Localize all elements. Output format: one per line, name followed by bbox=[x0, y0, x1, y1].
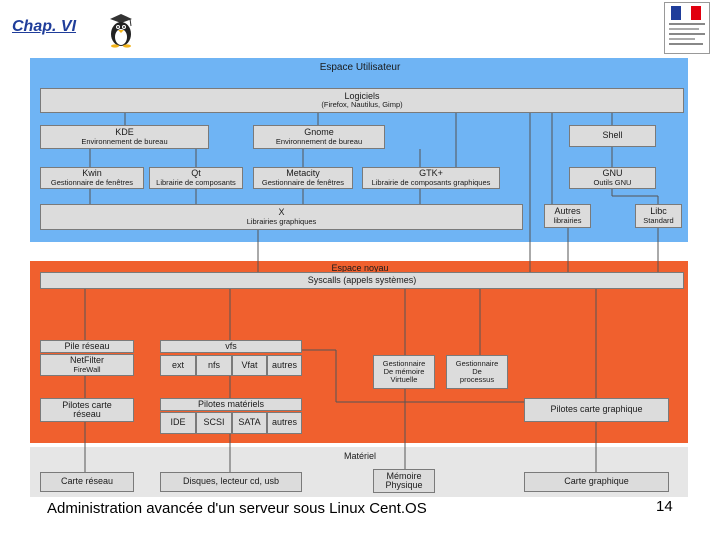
pilotes-carte-graphique-box: Pilotes carte graphique bbox=[524, 398, 669, 422]
shell-title: Shell bbox=[602, 130, 623, 141]
qt-sub: Librairie de composants bbox=[156, 177, 236, 187]
autres-sub: librairies bbox=[553, 215, 582, 225]
libc-sub: Standard bbox=[643, 215, 674, 225]
gest-mem-line-3: Virtuelle bbox=[390, 374, 418, 384]
kwin-title: Kwin bbox=[82, 168, 102, 179]
logiciels-box: Logiciels (Firefox, Nautilus, Gimp) bbox=[40, 88, 684, 113]
gest-proc-line-2: De bbox=[472, 367, 482, 377]
logiciels-sub: (Firefox, Nautilus, Gimp) bbox=[321, 100, 403, 110]
syscalls-title: Syscalls (appels systèmes) bbox=[307, 274, 417, 285]
gtk-sub: Librairie de composants graphiques bbox=[371, 177, 491, 187]
footer-text: Administration avancée d'un serveur sous… bbox=[47, 500, 427, 517]
x-title: X bbox=[278, 207, 285, 218]
shell-box: Shell bbox=[569, 125, 656, 147]
memoire-physique-box: Mémoire Physique bbox=[373, 469, 435, 493]
vfs-title: vfs bbox=[225, 340, 237, 351]
gnome-title: Gnome bbox=[304, 127, 334, 138]
memoire-line-2: Physique bbox=[385, 480, 423, 490]
pilotes-materiels-box: Pilotes matériels bbox=[160, 398, 302, 411]
carte-reseau-title: Carte réseau bbox=[60, 476, 114, 487]
kde-box: KDE Environnement de bureau bbox=[40, 125, 209, 149]
gest-proc-line-3: processus bbox=[459, 374, 495, 384]
fs-vfat: Vfat bbox=[232, 355, 267, 376]
carte-graphique-title: Carte graphique bbox=[564, 476, 629, 487]
bus-sata: SATA bbox=[232, 412, 267, 434]
french-government-logo bbox=[664, 2, 710, 54]
tux-penguin-icon bbox=[110, 14, 132, 48]
logiciels-title: Logiciels bbox=[344, 90, 380, 101]
hardware-label: Matériel bbox=[343, 451, 376, 461]
gnu-sub: Outils GNU bbox=[593, 177, 632, 187]
memoire-line-1: Mémoire bbox=[386, 470, 422, 481]
kwin-sub: Gestionnaire de fenêtres bbox=[50, 177, 134, 187]
gtk-box: GTK+ Librairie de composants graphiques bbox=[362, 167, 500, 189]
kwin-box: Kwin Gestionnaire de fenêtres bbox=[40, 167, 144, 189]
disques-box: Disques, lecteur cd, usb bbox=[160, 472, 302, 492]
metacity-box: Metacity Gestionnaire de fenêtres bbox=[253, 167, 353, 189]
carte-graphique-box: Carte graphique bbox=[524, 472, 669, 492]
netfilter-box: NetFilter FireWall bbox=[40, 354, 134, 376]
disques-title: Disques, lecteur cd, usb bbox=[182, 476, 280, 487]
pilotes-reseau-line-1: Pilotes carte bbox=[62, 399, 112, 410]
libc-box: Libc Standard bbox=[635, 204, 682, 228]
gnome-box: Gnome Environnement de bureau bbox=[253, 125, 385, 149]
pilotes-graph-title: Pilotes carte graphique bbox=[550, 404, 643, 415]
kernel-space-label: Espace noyau bbox=[331, 263, 389, 273]
gestionnaire-processus-box: Gestionnaire De processus bbox=[446, 355, 508, 389]
qt-title: Qt bbox=[191, 168, 201, 179]
pilotes-reseau-line-2: réseau bbox=[73, 409, 101, 419]
page-number: 14 bbox=[656, 498, 673, 515]
gnome-sub: Environnement de bureau bbox=[275, 136, 363, 146]
chapter-title: Chap. VI bbox=[12, 18, 77, 35]
libc-title: Libc bbox=[650, 206, 667, 217]
metacity-title: Metacity bbox=[286, 168, 320, 179]
fs-ext: ext bbox=[160, 355, 196, 376]
metacity-sub: Gestionnaire de fenêtres bbox=[261, 177, 345, 187]
fs-nfs: nfs bbox=[196, 355, 232, 376]
gest-mem-line-2: De mémoire bbox=[383, 367, 425, 377]
pile-reseau-box: Pile réseau bbox=[40, 340, 134, 353]
gest-mem-line-1: Gestionnaire bbox=[382, 359, 426, 369]
x-sub: Librairies graphiques bbox=[246, 216, 317, 226]
gnu-box: GNU Outils GNU bbox=[569, 167, 656, 189]
kde-sub: Environnement de bureau bbox=[81, 136, 168, 146]
user-space-label: Espace Utilisateur bbox=[319, 62, 401, 73]
fs-autres: autres bbox=[267, 355, 302, 376]
carte-reseau-box: Carte réseau bbox=[40, 472, 134, 492]
pile-reseau-title: Pile réseau bbox=[64, 340, 110, 351]
netfilter-sub: FireWall bbox=[73, 364, 101, 374]
pilotes-reseau-box: Pilotes carte réseau bbox=[40, 398, 134, 422]
syscalls-box: Syscalls (appels systèmes) bbox=[40, 272, 684, 289]
kde-title: KDE bbox=[115, 127, 134, 138]
x-box: X Librairies graphiques bbox=[40, 204, 523, 230]
pilotes-materiels-title: Pilotes matériels bbox=[197, 398, 265, 409]
bus-autres: autres bbox=[267, 412, 302, 434]
bus-scsi: SCSI bbox=[196, 412, 232, 434]
gest-proc-line-1: Gestionnaire bbox=[455, 359, 499, 369]
gnu-title: GNU bbox=[602, 168, 623, 179]
vfs-box: vfs bbox=[160, 340, 302, 353]
netfilter-title: NetFilter bbox=[69, 355, 104, 366]
autres-librairies-box: Autres librairies bbox=[544, 204, 591, 228]
autres-title: Autres bbox=[554, 206, 581, 217]
gtk-title: GTK+ bbox=[419, 168, 443, 179]
bus-ide: IDE bbox=[160, 412, 196, 434]
gestionnaire-memoire-box: Gestionnaire De mémoire Virtuelle bbox=[373, 355, 435, 389]
qt-box: Qt Librairie de composants bbox=[149, 167, 243, 189]
